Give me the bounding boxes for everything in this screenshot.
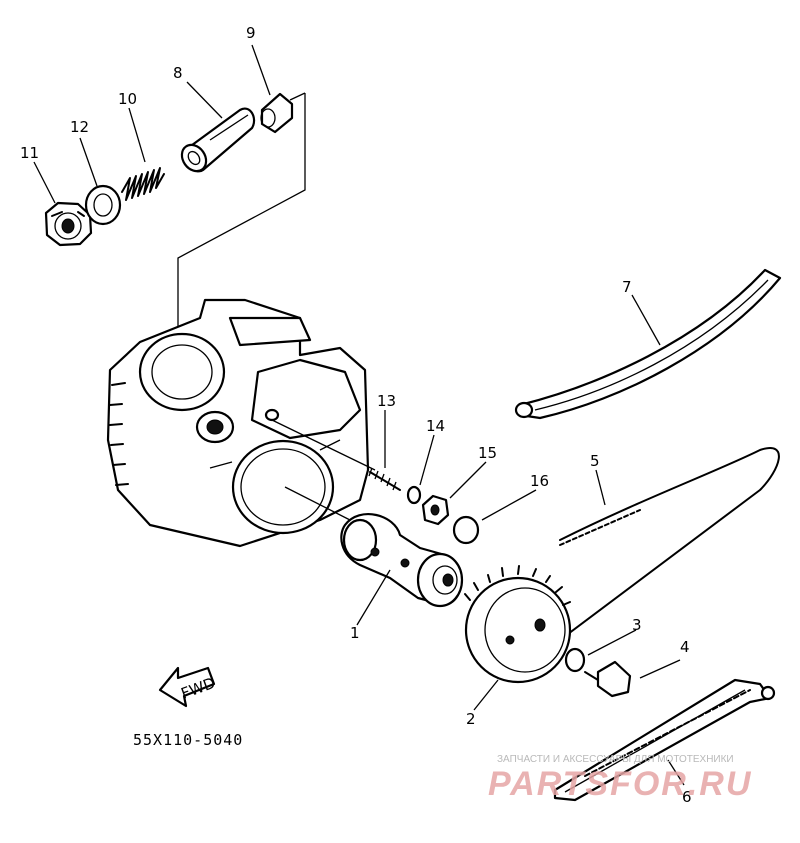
label-part-1: 1	[350, 624, 360, 642]
part-1-camshaft	[340, 513, 464, 608]
part-7-chain-guide	[514, 268, 782, 420]
part-8-tensioner-rod	[180, 107, 256, 173]
cylinder-head	[106, 298, 370, 548]
part-11-hex-nut	[44, 201, 93, 247]
label-part-15: 15	[478, 444, 497, 462]
label-part-16: 16	[530, 472, 549, 490]
label-part-9: 9	[246, 24, 256, 42]
part-12-washer	[84, 184, 122, 226]
part-6-chain-guide	[553, 678, 776, 802]
label-part-11: 11	[20, 144, 39, 162]
watermark-logo: PARTSFOR.RU	[488, 765, 752, 803]
part-16-cap	[452, 515, 480, 545]
label-part-14: 14	[426, 417, 445, 435]
watermark-tagline: ЗАПЧАСТИ И АКСЕССУАРЫ ДЛЯ МОТОТЕХНИКИ	[497, 754, 734, 765]
part-2-cam-sprocket	[464, 565, 572, 684]
label-part-3: 3	[632, 616, 642, 634]
label-part-4: 4	[680, 638, 690, 656]
part-4-bolt	[584, 660, 632, 698]
part-10-spring	[121, 167, 165, 201]
label-part-10: 10	[118, 90, 137, 108]
part-3-washer	[564, 647, 586, 673]
label-part-8: 8	[173, 64, 183, 82]
drawing-code: 55X110-5040	[133, 731, 243, 749]
label-part-5: 5	[590, 452, 600, 470]
label-part-13: 13	[377, 392, 396, 410]
part-14-o-ring	[406, 485, 422, 505]
part-9-cap	[260, 92, 294, 134]
label-part-7: 7	[622, 278, 632, 296]
label-part-6: 6	[682, 788, 692, 806]
part-15-nut	[421, 494, 450, 526]
part-13-stud	[368, 467, 401, 491]
label-part-12: 12	[70, 118, 89, 136]
part-5-timing-chain	[559, 447, 780, 641]
label-part-2: 2	[466, 710, 476, 728]
fwd-arrow-icon: FWD	[158, 666, 218, 708]
